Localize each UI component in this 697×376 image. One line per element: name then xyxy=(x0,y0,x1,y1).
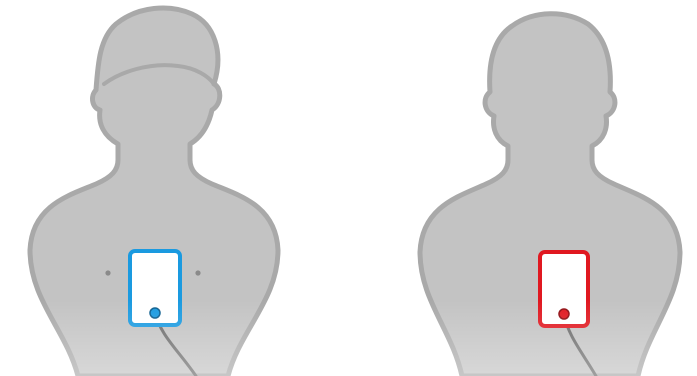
bottom-fade xyxy=(0,300,697,376)
front-landmark-left xyxy=(105,270,110,275)
front-landmark-right xyxy=(195,270,200,275)
